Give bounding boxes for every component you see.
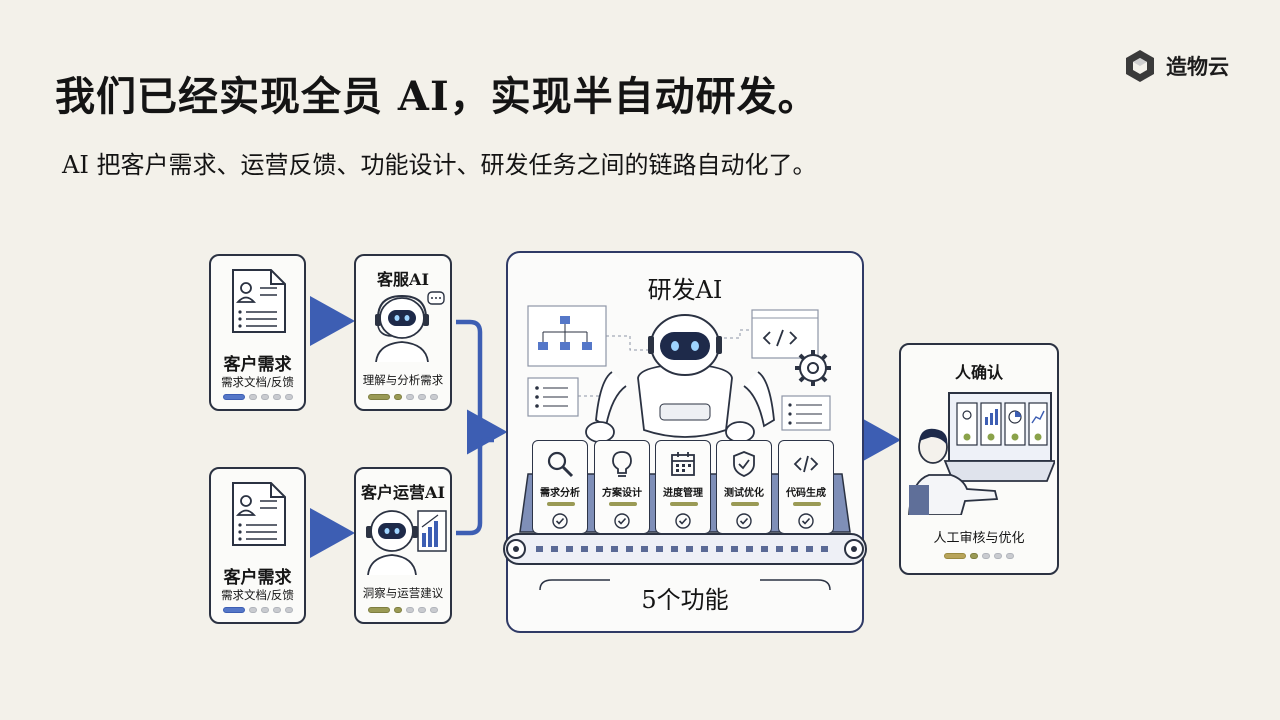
brand-name: 造物云 xyxy=(1166,55,1229,79)
function-label: 需求分析 xyxy=(540,488,580,499)
source-title: 客户需求 xyxy=(223,568,292,588)
check-circle-icon xyxy=(675,513,691,529)
source-caption: 需求文档/反馈 xyxy=(221,375,294,389)
progress-dots xyxy=(211,394,304,400)
agent-caption: 洞察与运营建议 xyxy=(362,586,444,600)
progress-dots xyxy=(356,607,450,613)
source-title: 客户需求 xyxy=(223,355,292,375)
agent-card-customer-service: 客服AI 理解与分析需求 xyxy=(354,254,452,411)
checklist-icon xyxy=(781,395,831,431)
check-circle-icon xyxy=(736,513,752,529)
progress-dots xyxy=(211,607,304,613)
function-card-code-generation: 代码生成 xyxy=(778,440,834,534)
check-circle-icon xyxy=(798,513,814,529)
code-icon xyxy=(793,455,819,473)
list-icon xyxy=(527,377,579,417)
robot-chart-icon xyxy=(366,510,447,575)
agent-card-customer-ops: 客户运营AI 洞察与运营建议 xyxy=(354,467,452,624)
function-label: 代码生成 xyxy=(786,488,826,499)
check-circle-icon xyxy=(552,513,568,529)
agent-title: 客服AI xyxy=(377,270,429,289)
lightbulb-icon xyxy=(612,451,632,477)
function-card-progress-management: 进度管理 xyxy=(655,440,711,534)
rd-ai-title: 研发AI xyxy=(647,276,723,304)
function-card-test-optimization: 测试优化 xyxy=(716,440,772,534)
shield-check-icon xyxy=(733,451,755,477)
function-label: 测试优化 xyxy=(724,488,764,499)
source-card-2: 客户需求 需求文档/反馈 xyxy=(209,467,306,624)
document-icon xyxy=(232,269,286,333)
function-label: 进度管理 xyxy=(663,488,703,499)
cube-icon xyxy=(1126,50,1154,82)
progress-dots xyxy=(356,394,450,400)
source-card-1: 客户需求 需求文档/反馈 xyxy=(209,254,306,411)
robot-headset-icon xyxy=(375,291,445,362)
person-laptop-icon xyxy=(908,392,1055,515)
function-card-solution-design: 方案设计 xyxy=(594,440,650,534)
agent-caption: 理解与分析需求 xyxy=(362,373,444,387)
page-subtitle: AI 把客户需求、运营反馈、功能设计、研发任务之间的链路自动化了。 xyxy=(62,151,817,179)
calendar-icon xyxy=(671,452,695,476)
check-circle-icon xyxy=(614,513,630,529)
robot-icon xyxy=(585,314,775,443)
human-review-card: 人确认 人工审核与优化 xyxy=(899,343,1059,575)
review-title: 人确认 xyxy=(954,363,1003,382)
document-icon xyxy=(232,482,286,546)
function-card-requirement-analysis: 需求分析 xyxy=(532,440,588,534)
review-caption: 人工审核与优化 xyxy=(933,531,1025,546)
progress-dots xyxy=(901,553,1057,559)
org-chart-icon xyxy=(527,305,607,367)
function-label: 方案设计 xyxy=(602,488,642,499)
page-title: 我们已经实现全员 AI，实现半自动研发。 xyxy=(55,73,819,120)
code-window-icon xyxy=(751,309,819,359)
brand-logo: 造物云 xyxy=(1122,48,1229,84)
gear-icon xyxy=(795,350,831,386)
function-count-label: 5个功能 xyxy=(641,586,729,614)
source-caption: 需求文档/反馈 xyxy=(221,588,294,602)
agent-title: 客户运营AI xyxy=(361,483,445,502)
magnifier-icon xyxy=(547,451,574,478)
